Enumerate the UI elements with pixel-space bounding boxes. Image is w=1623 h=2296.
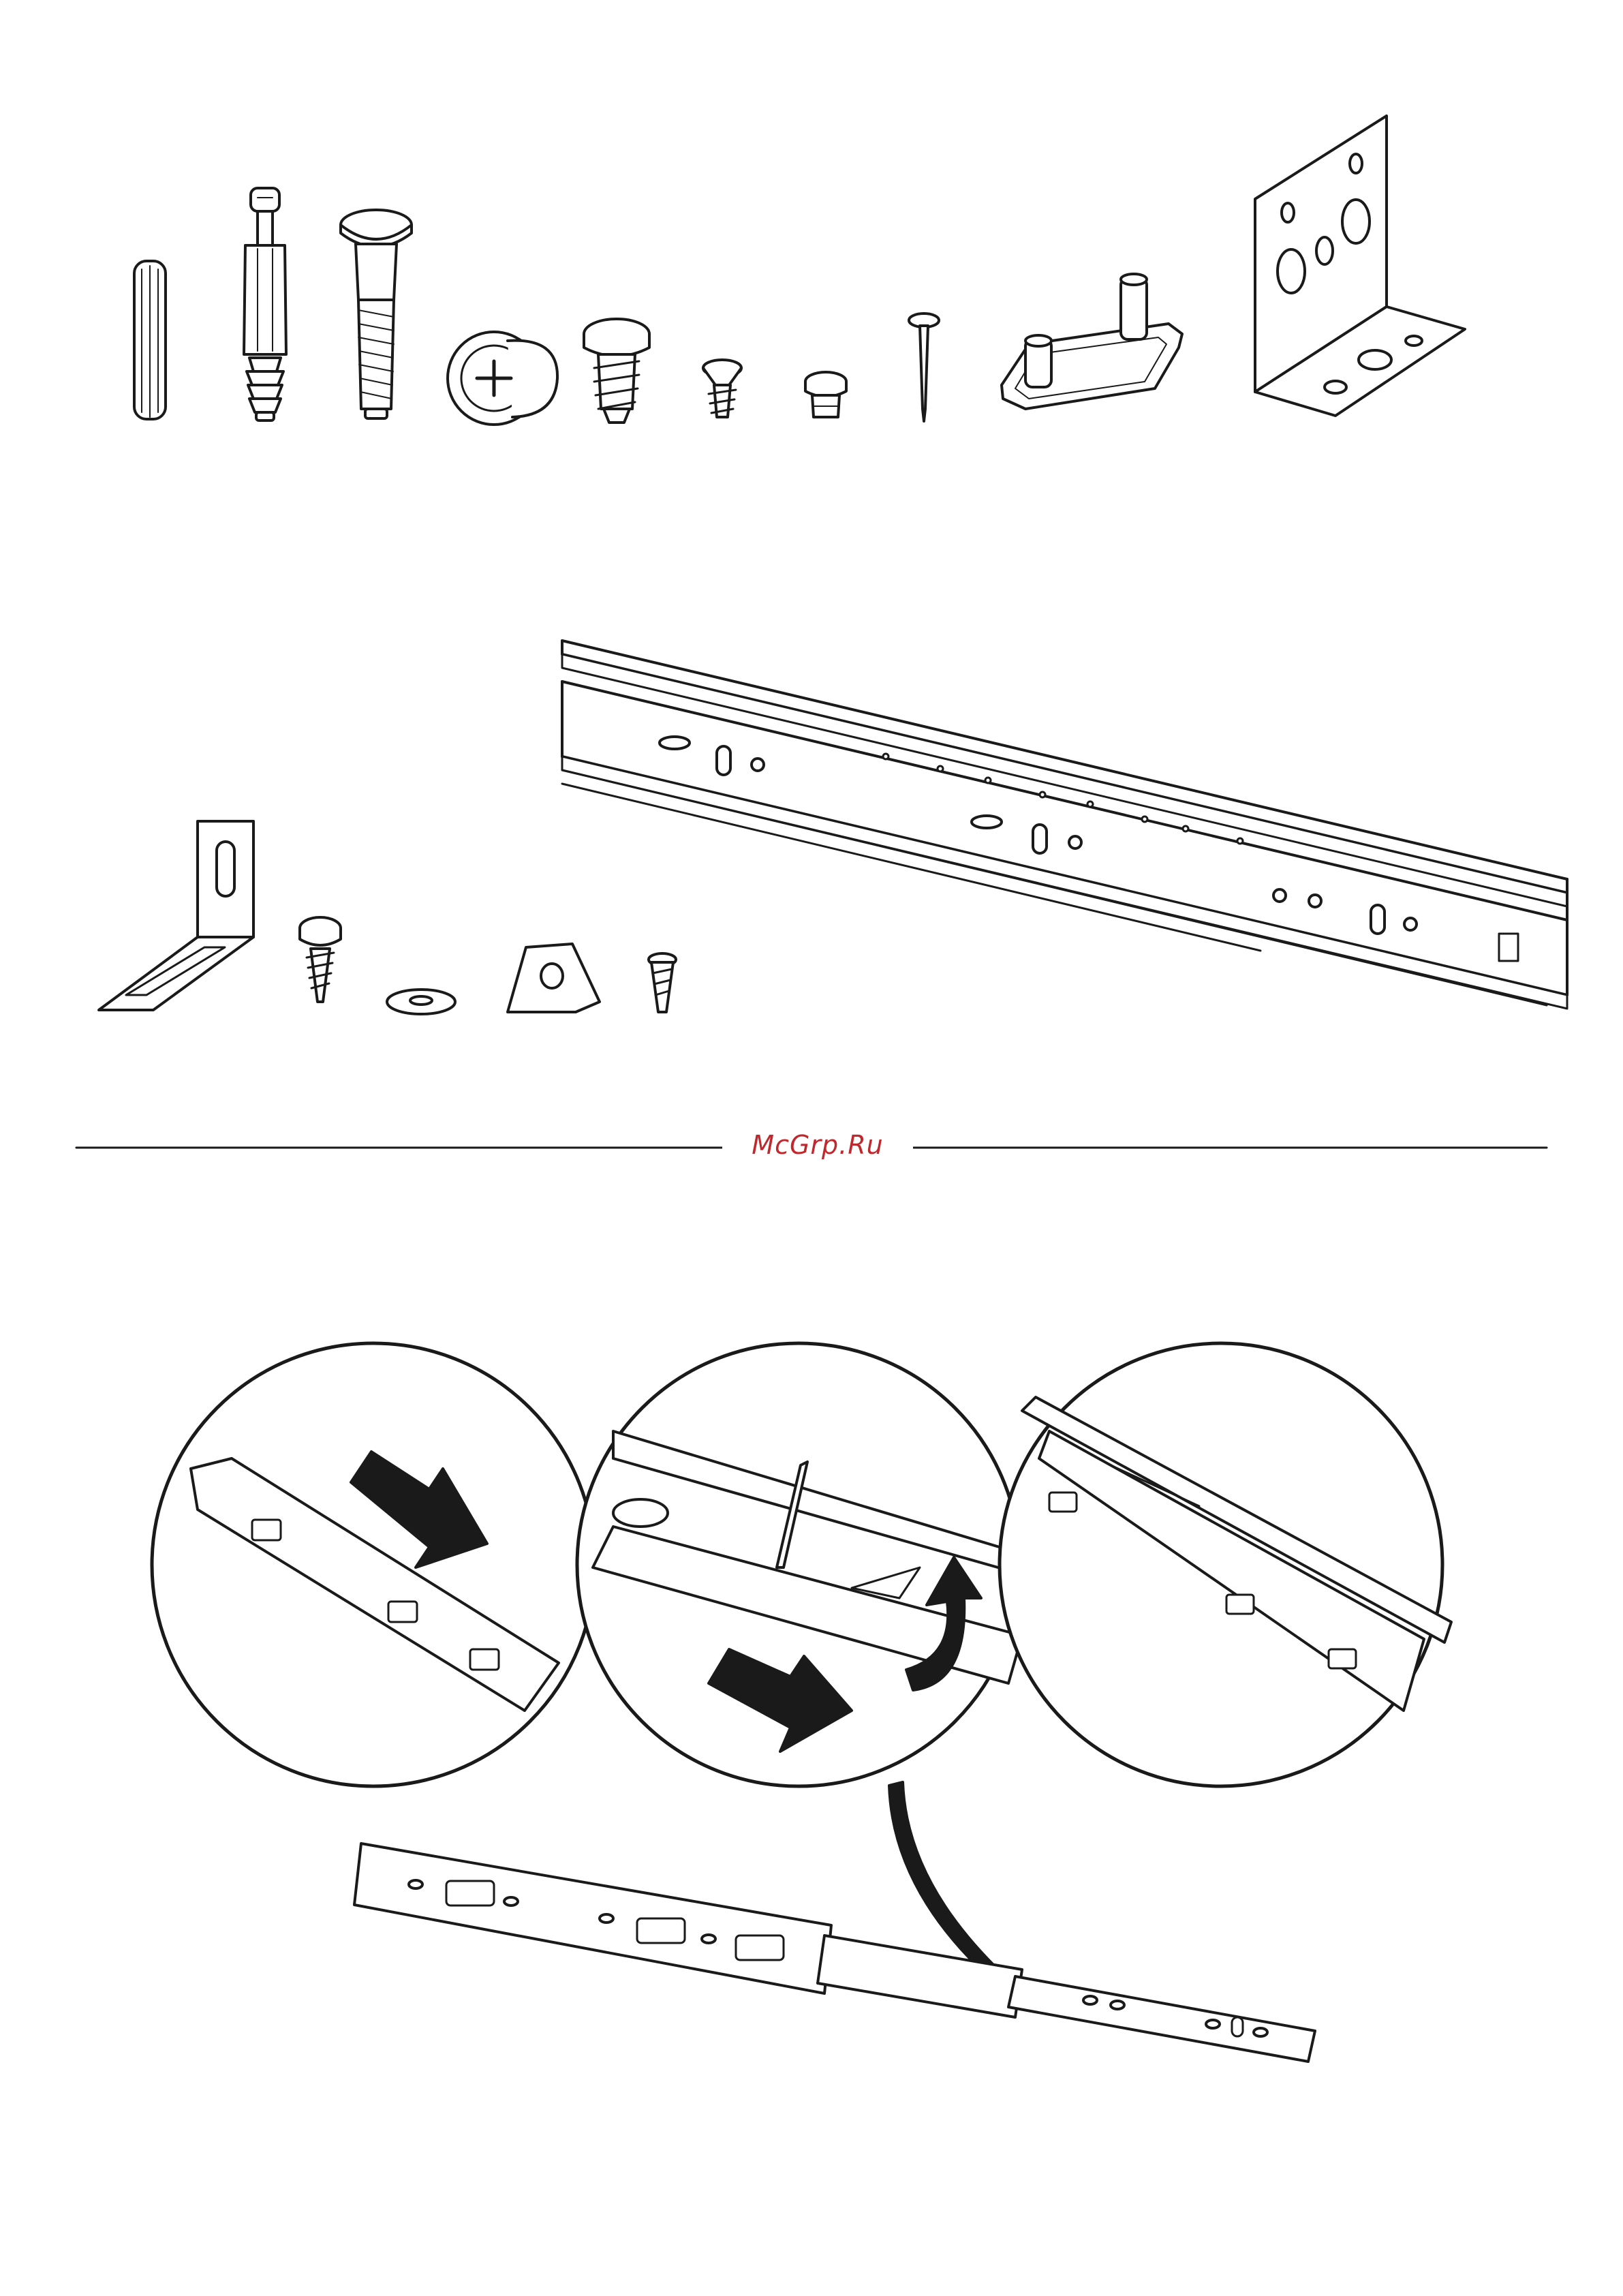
cam-lock-icon [448,332,557,425]
watermark: McGrp.Ru [722,1129,913,1161]
corner-block-icon [508,944,600,1012]
small-screw-icon [649,953,676,1012]
long-bolt-icon [341,210,412,418]
angle-bracket-icon [1255,116,1465,416]
callout-pointer [889,1782,1002,1976]
countersunk-screw-icon [703,360,741,417]
wooden-dowel-icon [134,261,166,419]
drawer-slide-icon [562,641,1567,1009]
round-head-screw-icon [300,917,341,1002]
detail-circle-center [577,1343,1022,1786]
detail-circle-right [1000,1343,1451,1786]
extended-drawer-slide-icon [354,1843,1315,2062]
plastic-plug-icon [805,372,846,417]
washer-icon [387,990,455,1014]
slotted-angle-bracket-icon [99,821,253,1010]
pan-head-screw-icon [584,319,649,423]
plastic-foot-icon [1002,274,1182,409]
nail-icon [909,313,939,421]
detail-circle-left [152,1343,595,1786]
connector-bolt-icon [244,188,286,420]
